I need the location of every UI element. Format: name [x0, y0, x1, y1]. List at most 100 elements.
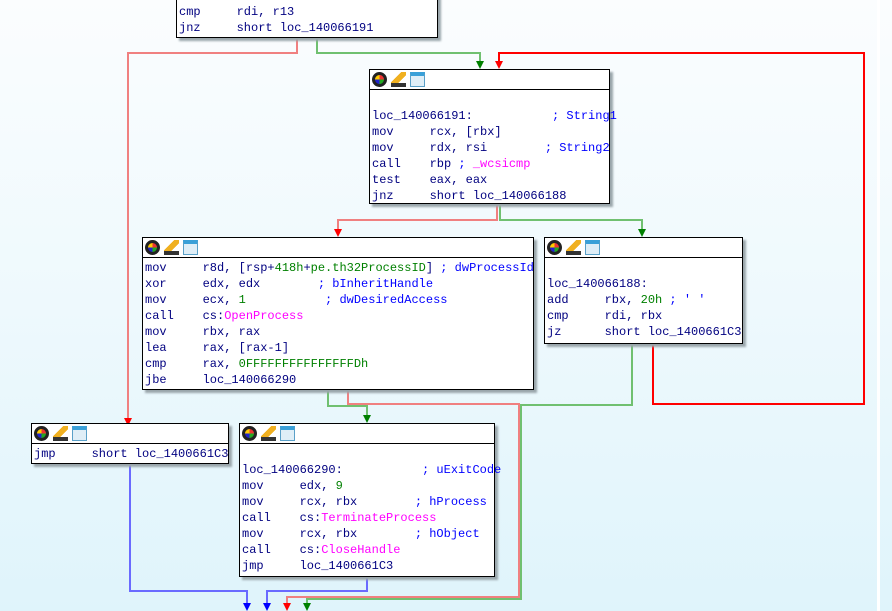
- edit-icon[interactable]: [391, 72, 406, 87]
- mnemonic: mov: [242, 527, 300, 541]
- asm-line[interactable]: jz short loc_1400661C3: [547, 324, 742, 340]
- asm-line[interactable]: call cs:TerminateProcess: [242, 510, 494, 526]
- function-name: CloseHandle: [321, 543, 401, 557]
- operand: rdi, r13: [236, 5, 295, 19]
- operand: short loc_140066191: [236, 21, 374, 35]
- asm-line[interactable]: cmp rdi, r13: [179, 4, 437, 20]
- operand: rbx,: [604, 293, 641, 307]
- asm-line[interactable]: mov rdx, rsi ; String2: [372, 140, 610, 156]
- asm-line[interactable]: call rbp ; _wcsicmp: [372, 156, 609, 172]
- mnemonic: jz: [547, 325, 605, 339]
- asm-line[interactable]: jmp short loc_1400661C3: [34, 446, 228, 462]
- asm-line[interactable]: [547, 260, 742, 276]
- asm-line[interactable]: mov rcx, [rbx]: [372, 124, 609, 140]
- mnemonic: mov: [372, 125, 430, 139]
- operand: edx, edx: [202, 277, 318, 291]
- asm-line[interactable]: cmp rdi, rbx: [547, 308, 742, 324]
- arrowhead: [476, 61, 484, 69]
- function-name: TerminateProcess: [321, 511, 437, 525]
- graph-overview-icon[interactable]: [72, 426, 87, 441]
- mnemonic: cmp: [547, 309, 605, 323]
- mnemonic: mov: [145, 325, 203, 339]
- graph-overview-icon[interactable]: [410, 72, 425, 87]
- color-icon[interactable]: [547, 240, 562, 255]
- color-icon[interactable]: [34, 426, 49, 441]
- edge-true-top-to-loc191: [316, 37, 481, 62]
- edge-loop-back: [498, 52, 865, 405]
- edit-icon[interactable]: [566, 240, 581, 255]
- mnemonic: mov: [242, 479, 300, 493]
- comment: ; bInheritHandle: [317, 277, 434, 291]
- asm-line[interactable]: jbe loc_140066290: [145, 372, 533, 388]
- color-icon[interactable]: [372, 72, 387, 87]
- edit-icon[interactable]: [261, 426, 276, 441]
- comment: ; String1: [552, 109, 617, 123]
- mnemonic: jnz: [372, 189, 430, 203]
- block-loc_140066188[interactable]: loc_140066188:add rbx, 20h ; ' 'cmp rdi,…: [544, 237, 743, 344]
- comment: ; dwDesiredAccess: [325, 293, 448, 307]
- mnemonic: test: [372, 173, 430, 187]
- asm-line[interactable]: mov rcx, rbx ; hObject: [242, 526, 494, 542]
- operand: loc_140066290: [202, 373, 297, 387]
- asm-line[interactable]: loc_140066290: ; uExitCode: [242, 462, 501, 478]
- asm-line[interactable]: add rbx, 20h ; ' ': [547, 292, 742, 308]
- arrowhead: [124, 418, 132, 426]
- asm-line[interactable]: mov ecx, 1 ; dwDesiredAccess: [145, 292, 533, 308]
- operand: rcx, rbx: [299, 527, 415, 541]
- edge-false-openprocess-to-exit: [286, 389, 520, 604]
- operand: rbp: [429, 157, 459, 171]
- operand: cs:: [299, 543, 322, 557]
- asm-line[interactable]: loc_140066188:: [547, 276, 742, 292]
- asm-line[interactable]: mov rcx, rbx ; hProcess: [242, 494, 494, 510]
- operand: rdi, rbx: [604, 309, 663, 323]
- graph-overview-icon[interactable]: [183, 240, 198, 255]
- mnemonic: cmp: [145, 357, 203, 371]
- asm-line[interactable]: call cs:OpenProcess: [145, 308, 533, 324]
- asm-line[interactable]: mov edx, 9: [242, 478, 494, 494]
- asm-line[interactable]: cmp rax, 0FFFFFFFFFFFFFFFDh: [145, 356, 533, 372]
- asm-line[interactable]: jnz short loc_140066191: [179, 20, 437, 36]
- mnemonic: mov: [145, 293, 203, 307]
- asm-line[interactable]: mov rbx, rax: [145, 324, 533, 340]
- graph-overview-icon[interactable]: [585, 240, 600, 255]
- operand: rbx, rax: [202, 325, 261, 339]
- constant: pe.th32ProcessID: [310, 261, 426, 275]
- asm-line[interactable]: mov r8d, [rsp+418h+pe.th32ProcessID] ; d…: [145, 260, 534, 276]
- asm-line[interactable]: jnz short loc_140066188: [372, 188, 609, 204]
- mnemonic: call: [372, 157, 430, 171]
- graph-edge-divider: [877, 0, 880, 611]
- graph-overview-icon[interactable]: [280, 426, 295, 441]
- color-icon[interactable]: [242, 426, 257, 441]
- asm-line[interactable]: jmp loc_1400661C3: [242, 558, 494, 574]
- edge-jmp-to-exit: [129, 463, 248, 604]
- label: loc_140066188:: [547, 277, 648, 291]
- operand: +: [303, 261, 311, 275]
- operand: cs:: [299, 511, 322, 525]
- block-openprocess[interactable]: mov r8d, [rsp+418h+pe.th32ProcessID] ; d…: [142, 237, 534, 390]
- edit-icon[interactable]: [53, 426, 68, 441]
- operand: rax, [rax-1]: [202, 341, 290, 355]
- asm-line[interactable]: [242, 446, 494, 462]
- asm-line[interactable]: lea rax, [rax-1]: [145, 340, 533, 356]
- comment: ; String2: [544, 141, 610, 155]
- label: loc_140066191:: [372, 109, 553, 123]
- asm-line[interactable]: xor edx, edx ; bInheritHandle: [145, 276, 533, 292]
- function-name: _wcsicmp: [472, 157, 531, 171]
- operand: r8d, [rsp+: [202, 261, 275, 275]
- comment: ; hProcess: [414, 495, 487, 509]
- edit-icon[interactable]: [164, 240, 179, 255]
- constant: 418h: [274, 261, 304, 275]
- asm-line[interactable]: test eax, eax: [372, 172, 609, 188]
- operand: rax,: [202, 357, 239, 371]
- asm-line[interactable]: [372, 92, 609, 108]
- color-icon[interactable]: [145, 240, 160, 255]
- block-jmp[interactable]: jmp short loc_1400661C3: [31, 423, 229, 464]
- constant: 1: [238, 293, 246, 307]
- asm-line[interactable]: call cs:CloseHandle: [242, 542, 494, 558]
- asm-line[interactable]: loc_140066191: ; String1: [372, 108, 617, 124]
- mnemonic: mov: [372, 141, 430, 155]
